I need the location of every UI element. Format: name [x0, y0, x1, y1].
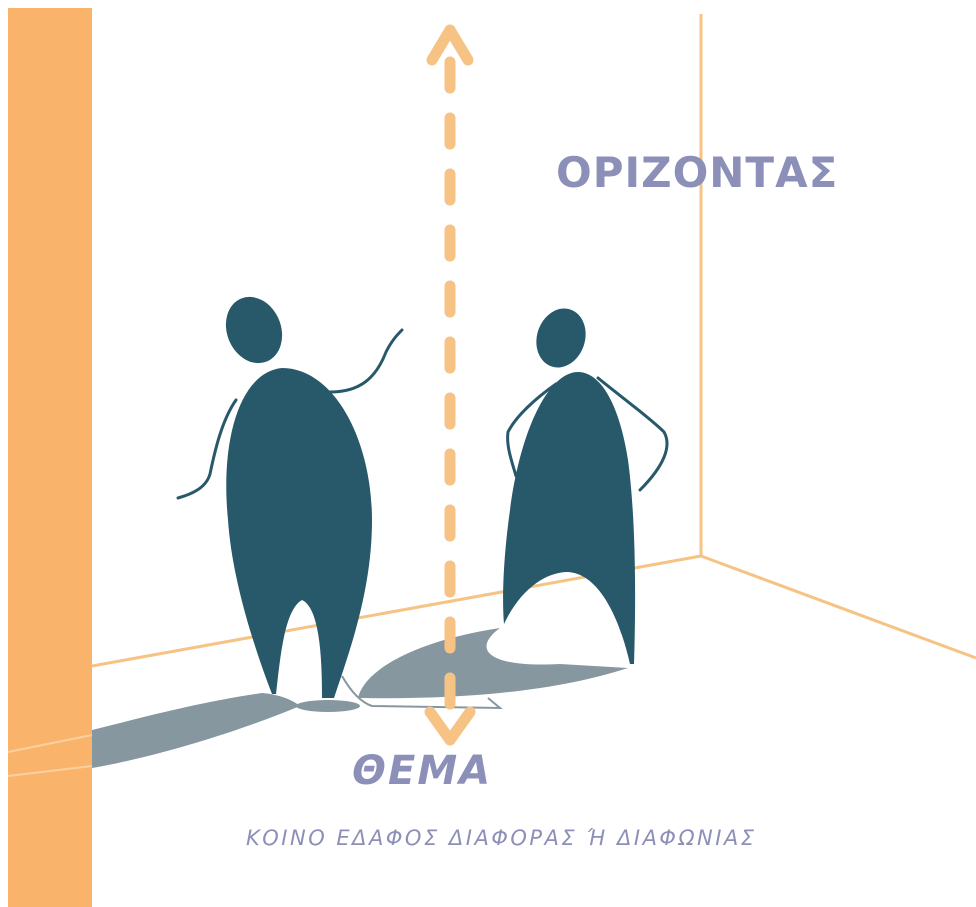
left-figure-shadow: [92, 693, 300, 768]
floor-right-line: [701, 556, 976, 658]
common-ground-caption: ΚΟΙΝΟ ΕΔΑΦΟΣ ΔΙΑΦΟΡΑΣ Ή ΔΙΑΦΩΝΙΑΣ: [246, 826, 757, 850]
right-figure-shadow: [358, 628, 628, 698]
arrow-head-up: [432, 30, 468, 60]
left-figure-raised-arm: [330, 330, 402, 392]
left-wall-bar: [8, 8, 92, 907]
left-figure-body: [226, 368, 372, 698]
right-figure-head: [529, 302, 593, 374]
arrow-head-down: [430, 712, 470, 740]
left-figure-head: [216, 288, 292, 371]
topic-label: ΘΕΜΑ: [352, 748, 492, 794]
left-figure-foot-shadow: [296, 700, 360, 712]
person-hands-on-hips-icon: [503, 302, 667, 664]
floor-shadows: [92, 628, 628, 768]
person-gesturing-icon: [178, 288, 402, 698]
vertical-double-arrow-icon: [430, 30, 470, 740]
right-figure-body: [503, 372, 635, 664]
horizon-label: ΟΡΙΖΟΝΤΑΣ: [556, 148, 838, 197]
